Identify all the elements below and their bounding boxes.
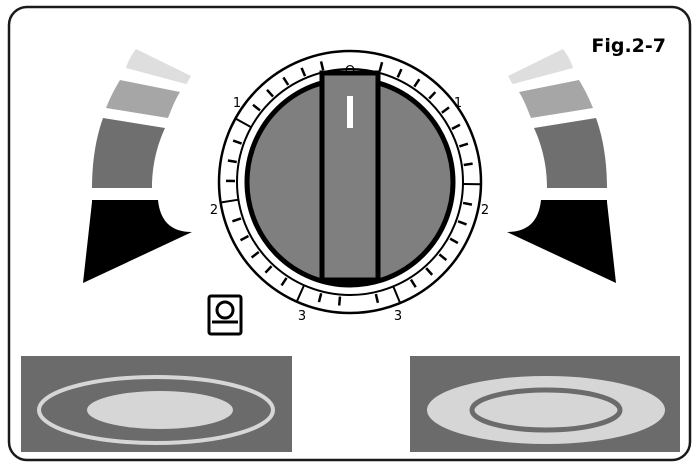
dual-zone-hob-icon [209,296,241,334]
dial-tick [464,164,473,165]
dial-label-left-2: 2 [210,203,218,218]
dial-tick [339,297,340,306]
dial-tick [228,160,237,162]
dial-label-right-2: 2 [481,203,489,218]
hob-panel-small-zone [21,356,292,452]
dial-label-off: O [345,64,355,79]
dial-label-right-3: 3 [394,309,402,324]
dial-tick [463,203,472,205]
dial-label-right-1: 1 [454,96,462,111]
figure-label: Fig.2-7 [591,35,666,57]
hob-panel-large-zone [410,356,680,452]
hob-left-inner-zone [87,391,233,429]
hob-right-outer-zone [427,376,665,444]
dial-label-left-3: 3 [298,309,306,324]
knob-indicator [347,96,353,128]
dial-label-left-1: 1 [233,96,241,111]
